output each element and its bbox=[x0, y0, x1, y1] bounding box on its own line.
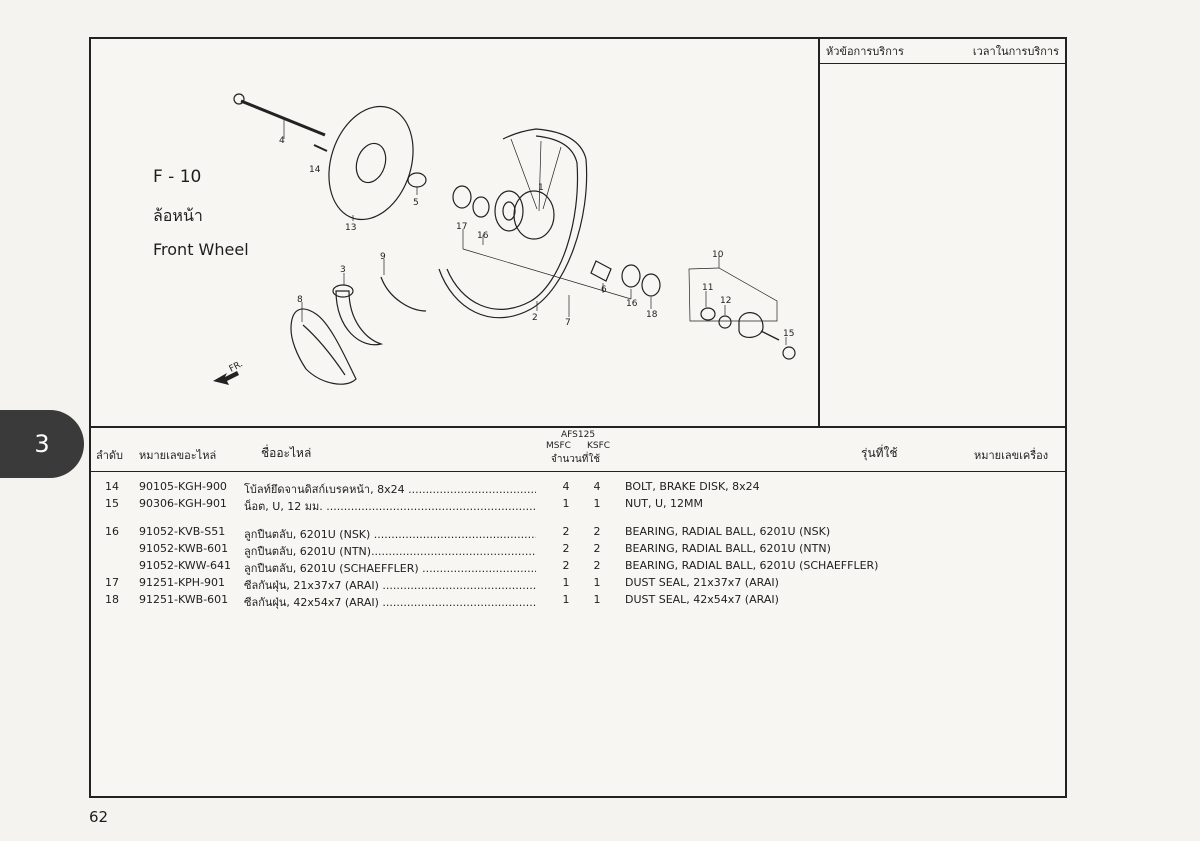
row-part-number: 91052-KWB-601 bbox=[139, 542, 229, 555]
row-qty-ksfc: 2 bbox=[593, 542, 601, 555]
callout-number: 18 bbox=[646, 310, 658, 320]
row-seq: 18 bbox=[105, 593, 119, 606]
callout-number: 6 bbox=[601, 285, 607, 295]
callout-number: 4 bbox=[279, 136, 285, 146]
table-row: 16 91052-KVB-S51 ลูกปืนตลับ, 6201U (NSK)… bbox=[91, 525, 1065, 542]
callout-number: 13 bbox=[345, 223, 356, 233]
row-qty-ksfc: 1 bbox=[593, 497, 601, 510]
row-part-number: 91052-KWW-641 bbox=[139, 559, 232, 572]
table-row: 91052-KWW-641 ลูกปืนตลับ, 6201U (SCHAEFF… bbox=[91, 559, 1065, 576]
row-name-en: BEARING, RADIAL BALL, 6201U (SCHAEFFLER) bbox=[625, 559, 879, 572]
row-name-en: BEARING, RADIAL BALL, 6201U (NTN) bbox=[625, 542, 831, 555]
table-row: 18 91251-KWB-601 ซีลกันฝุ่น, 42x54x7 (AR… bbox=[91, 593, 1065, 610]
table-row: 15 90306-KGH-901 น็อต, U, 12 มม. .......… bbox=[91, 497, 1065, 514]
exploded-diagram: F - 10 ล้อหน้า Front Wheel bbox=[91, 39, 820, 428]
row-name-th: ซีลกันฝุ่น, 21x37x7 (ARAI) .............… bbox=[244, 579, 536, 592]
callout-number: 7 bbox=[565, 318, 571, 328]
row-name-en: NUT, U, 12MM bbox=[625, 497, 704, 510]
row-seq: 15 bbox=[105, 497, 119, 510]
row-seq: 14 bbox=[105, 480, 119, 493]
row-qty-ksfc: 1 bbox=[593, 576, 601, 589]
row-name-th: น็อต, U, 12 มม. ........................… bbox=[244, 500, 536, 513]
figure-title-th: ล้อหน้า bbox=[153, 206, 203, 225]
section-tab: 3 bbox=[0, 410, 84, 478]
callout-number: 1 bbox=[538, 183, 544, 193]
row-part-number: 90306-KGH-901 bbox=[139, 497, 227, 510]
service-topic-header: หัวข้อการบริการ bbox=[826, 45, 904, 58]
row-qty-msfc: 1 bbox=[562, 576, 570, 589]
row-name-en: BEARING, RADIAL BALL, 6201U (NSK) bbox=[625, 525, 831, 538]
page-number: 62 bbox=[89, 808, 109, 826]
row-part-number: 91251-KPH-901 bbox=[139, 576, 226, 589]
callout-number: 8 bbox=[297, 295, 303, 305]
row-name-th: ลูกปืนตลับ, 6201U (NSK) ................… bbox=[244, 528, 536, 541]
row-qty-msfc: 1 bbox=[562, 497, 570, 510]
figure-title-en: Front Wheel bbox=[153, 240, 249, 259]
row-name-th: โบ้ลท์ยึดจานดิสก์เบรคหน้า, 8x24 ........… bbox=[244, 483, 536, 496]
row-seq: 17 bbox=[105, 576, 119, 589]
row-name-en: BOLT, BRAKE DISK, 8x24 bbox=[625, 480, 760, 493]
front-direction-label: FR. bbox=[228, 359, 245, 374]
service-time-header: เวลาในการบริการ bbox=[972, 45, 1059, 58]
engine-no-header: หมายเลขเครื่อง bbox=[974, 449, 1049, 462]
qty-header: จำนวนที่ใช้ bbox=[551, 454, 601, 465]
callout-number: 16 bbox=[477, 231, 489, 241]
figure-code: F - 10 bbox=[153, 167, 202, 187]
callout-number: 5 bbox=[413, 198, 419, 208]
callout-number: 15 bbox=[783, 329, 794, 339]
row-part-number: 91052-KVB-S51 bbox=[139, 525, 226, 538]
row-qty-ksfc: 1 bbox=[593, 593, 601, 606]
row-qty-msfc: 1 bbox=[562, 593, 570, 606]
row-qty-msfc: 2 bbox=[562, 559, 570, 572]
row-seq: 16 bbox=[105, 525, 119, 538]
page-frame: F - 10 ล้อหน้า Front Wheel bbox=[89, 37, 1067, 798]
row-name-en: DUST SEAL, 42x54x7 (ARAI) bbox=[625, 593, 779, 606]
part-no-header: หมายเลขอะไหล่ bbox=[139, 449, 217, 462]
callout-number: 3 bbox=[340, 265, 346, 275]
models-used-header: รุ่นที่ใช้ bbox=[861, 446, 898, 460]
callout-number: 12 bbox=[720, 296, 731, 306]
row-name-th: ลูกปืนตลับ, 6201U (SCHAEFFLER) .........… bbox=[244, 562, 536, 575]
row-part-number: 90105-KGH-900 bbox=[139, 480, 227, 493]
model-header: AFS125 bbox=[561, 430, 596, 440]
parts-table-header: ลำดับ หมายเลขอะไหล่ ชื่ออะไหล่ AFS125 MS… bbox=[91, 428, 1065, 472]
row-qty-msfc: 2 bbox=[562, 525, 570, 538]
part-name-header: ชื่ออะไหล่ bbox=[261, 446, 312, 460]
section-number: 3 bbox=[34, 430, 50, 458]
ksfc-header: KSFC bbox=[587, 441, 611, 451]
row-qty-ksfc: 2 bbox=[593, 559, 601, 572]
table-row: 14 90105-KGH-900 โบ้ลท์ยึดจานดิสก์เบรคหน… bbox=[91, 480, 1065, 497]
row-name-en: DUST SEAL, 21x37x7 (ARAI) bbox=[625, 576, 779, 589]
callout-number: 14 bbox=[309, 165, 321, 175]
service-panel-header: หัวข้อการบริการ เวลาในการบริการ bbox=[820, 39, 1065, 64]
row-qty-ksfc: 2 bbox=[593, 525, 601, 538]
table-row: 91052-KWB-601 ลูกปืนตลับ, 6201U (NTN)...… bbox=[91, 542, 1065, 559]
table-row: 17 91251-KPH-901 ซีลกันฝุ่น, 21x37x7 (AR… bbox=[91, 576, 1065, 593]
callout-number: 2 bbox=[532, 313, 538, 323]
parts-table-body: 14 90105-KGH-900 โบ้ลท์ยึดจานดิสก์เบรคหน… bbox=[91, 480, 1065, 610]
row-qty-ksfc: 4 bbox=[593, 480, 601, 493]
callout-number: 10 bbox=[712, 250, 724, 260]
service-panel: หัวข้อการบริการ เวลาในการบริการ bbox=[820, 39, 1065, 428]
row-qty-msfc: 4 bbox=[562, 480, 570, 493]
msfc-header: MSFC bbox=[546, 441, 571, 451]
callout-number: 16 bbox=[626, 299, 638, 309]
callout-number: 9 bbox=[380, 252, 386, 262]
row-name-th: ซีลกันฝุ่น, 42x54x7 (ARAI) .............… bbox=[244, 596, 536, 609]
wheel-drawing: FR. 1 2 3 4 5 6 7 8 9 10 11 12 13 14 15 … bbox=[213, 93, 796, 385]
front-direction-arrow-icon bbox=[213, 371, 239, 385]
seq-header: ลำดับ bbox=[96, 449, 124, 462]
callout-number: 11 bbox=[702, 283, 713, 293]
callout-number: 17 bbox=[456, 222, 467, 232]
row-part-number: 91251-KWB-601 bbox=[139, 593, 229, 606]
row-name-th: ลูกปืนตลับ, 6201U (NTN).................… bbox=[244, 545, 536, 558]
row-qty-msfc: 2 bbox=[562, 542, 570, 555]
